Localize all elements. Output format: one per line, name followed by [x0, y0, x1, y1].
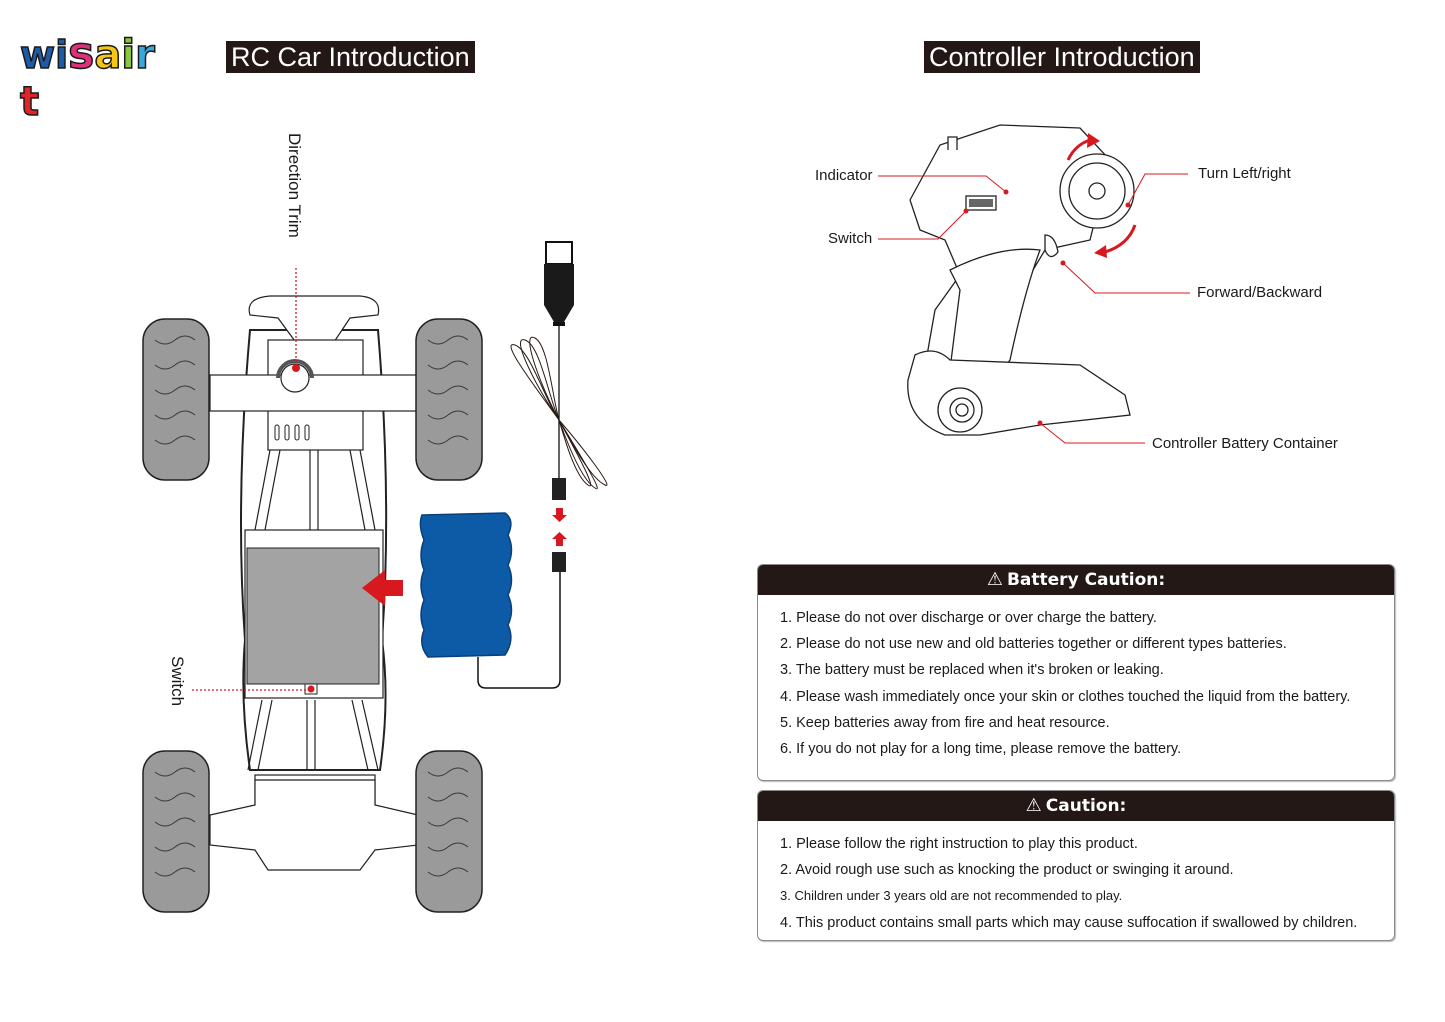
car-switch-label: Switch — [168, 656, 187, 707]
list-item: 6. If you do not play for a long time, p… — [780, 741, 1182, 758]
battery-caution-list: 1. Please do not over discharge or over … — [758, 595, 1394, 762]
rear-right-tire — [415, 750, 483, 913]
switch-dot — [307, 685, 315, 693]
front-left-tire — [142, 318, 210, 481]
logo-letter: i — [54, 32, 69, 78]
logo-letter: s — [67, 27, 95, 80]
caution-list: 1. Please follow the right instruction t… — [758, 821, 1394, 936]
rc-car-section-title: RC Car Introduction — [226, 41, 475, 73]
warning-triangle-icon: ⚠ — [986, 569, 1003, 590]
battery-slot — [246, 547, 380, 685]
front-vents — [274, 424, 310, 441]
switch-box — [304, 683, 318, 695]
caution-title: Caution: — [1045, 796, 1127, 816]
cable-connector-male — [552, 478, 566, 500]
direction-trim-label: Direction Trim — [285, 133, 304, 238]
caution-panel: ⚠Caution: 1. Please follow the right ins… — [757, 790, 1395, 941]
switch-leader — [878, 210, 967, 240]
frame-rails — [247, 449, 379, 771]
list-item: 3. Children under 3 years old are not re… — [780, 888, 1123, 904]
indicator-label: Indicator — [815, 167, 873, 184]
front-plate — [267, 339, 364, 451]
logo-letter: a — [94, 31, 123, 79]
list-item: 4. This product contains small parts whi… — [780, 914, 1358, 931]
battery-caution-header: ⚠Battery Caution: — [758, 565, 1394, 595]
forward-backward-label: Forward/Backward — [1197, 284, 1323, 301]
battery-connector-female — [552, 552, 566, 572]
usb-plug-tip — [545, 241, 573, 265]
controller-section-title: Controller Introduction — [924, 41, 1200, 73]
list-item: 5. Keep batteries away from fire and hea… — [780, 714, 1110, 731]
battery-container-cap — [937, 387, 983, 433]
connect-arrow-down — [552, 508, 567, 522]
rear-left-tire — [142, 750, 210, 913]
forward-backward-leader — [1062, 262, 1190, 294]
battery-tray — [244, 529, 384, 699]
list-item: 2. Please do not use new and old batteri… — [780, 636, 1287, 653]
turn-leader — [1127, 173, 1188, 206]
brand-logo: wisairt — [19, 27, 172, 126]
direction-trim-dot — [292, 364, 300, 372]
throttle-trigger — [1044, 234, 1059, 258]
cable-coil — [510, 336, 608, 490]
chassis-outline — [240, 329, 388, 771]
battery-container-label: Controller Battery Container — [1152, 435, 1338, 452]
battery-pack — [419, 512, 513, 658]
logo-letter: t — [19, 78, 40, 126]
list-item: 1. Please do not over discharge or over … — [780, 610, 1157, 626]
steering-wheel — [1059, 153, 1135, 229]
turn-arrow-down — [1104, 224, 1137, 254]
controller-base — [907, 350, 1131, 436]
battery-caution-title: Battery Caution: — [1006, 570, 1166, 590]
connect-arrow-up — [552, 532, 567, 546]
turn-arrow-up — [1066, 138, 1091, 161]
rear-axle — [209, 779, 419, 871]
battery-caution-panel: ⚠Battery Caution: 1. Please do not over … — [757, 564, 1395, 781]
antenna — [947, 136, 958, 150]
battery-container-leader — [1039, 422, 1145, 444]
tires — [142, 318, 483, 913]
warning-triangle-icon: ⚠ — [1025, 795, 1042, 816]
logo-letter: r — [134, 31, 155, 79]
tire-tread — [154, 335, 469, 877]
usb-plug — [544, 264, 574, 322]
controller-body — [909, 124, 1111, 396]
insert-battery-arrow — [362, 570, 403, 606]
controller-switch-label: Switch — [828, 230, 873, 247]
direction-trim-knob — [280, 363, 310, 393]
controller-switch — [965, 195, 997, 211]
list-item: 3. The battery must be replaced when it'… — [780, 662, 1164, 679]
list-item: 4. Please wash immediately once your ski… — [780, 688, 1351, 705]
list-item: 1. Please follow the right instruction t… — [780, 836, 1138, 852]
caution-header: ⚠Caution: — [758, 791, 1394, 821]
front-axle — [209, 374, 419, 412]
controller-grip — [947, 248, 1041, 386]
list-item: 2. Avoid rough use such as knocking the … — [780, 862, 1234, 879]
rear-gearbox — [254, 774, 376, 806]
logo-letter: w — [19, 32, 56, 78]
front-bumper — [248, 295, 380, 349]
indicator-leader — [878, 175, 1007, 193]
turn-label: Turn Left/right — [1198, 165, 1291, 182]
logo-letter: i — [121, 31, 136, 79]
front-right-tire — [415, 318, 483, 481]
